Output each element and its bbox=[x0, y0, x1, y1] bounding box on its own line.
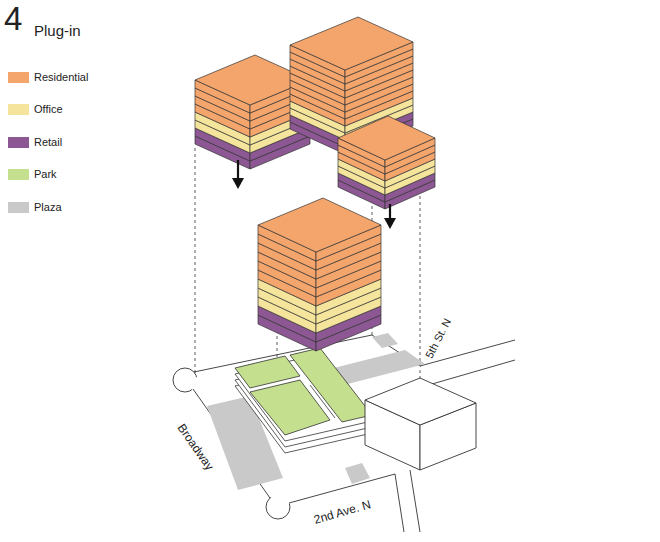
diagram-number: 4 bbox=[4, 2, 22, 35]
site-plan bbox=[173, 333, 515, 532]
legend-swatch bbox=[8, 104, 29, 115]
legend-text: Plaza bbox=[34, 201, 62, 213]
street-label: 5th St. N bbox=[423, 316, 452, 359]
legend-swatch bbox=[8, 202, 29, 213]
building-stacks bbox=[195, 17, 435, 351]
plug-in-arrows bbox=[232, 160, 396, 229]
street-label: Broadway bbox=[176, 422, 216, 473]
legend-swatch bbox=[8, 137, 29, 148]
street-label: 2nd Ave. N bbox=[312, 498, 372, 526]
legend-swatch bbox=[8, 169, 29, 180]
legend-text: Retail bbox=[34, 136, 62, 148]
legend-swatch bbox=[8, 72, 29, 83]
legend-text: Park bbox=[34, 168, 57, 180]
legend-text: Residential bbox=[34, 71, 88, 83]
legend-text: Office bbox=[34, 103, 63, 115]
diagram-title: Plug-in bbox=[34, 22, 81, 39]
